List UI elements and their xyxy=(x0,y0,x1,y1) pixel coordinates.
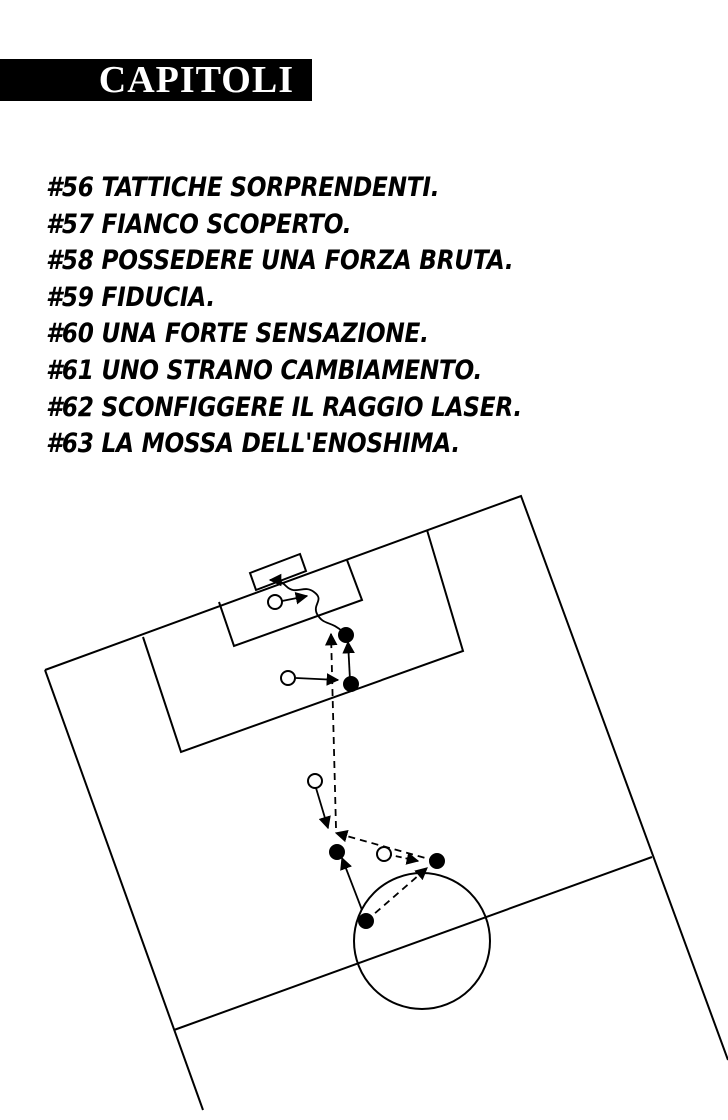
chapters-header-bar: CAPITOLI xyxy=(0,59,312,101)
chapter-item-60: #60 UNA FORTE SENSAZIONE. xyxy=(46,318,429,350)
player-filled xyxy=(329,844,345,860)
player-filled xyxy=(358,913,374,929)
goal-area xyxy=(218,559,364,648)
player-open xyxy=(307,773,323,789)
chapter-item-57: #57 FIANCO SCOPERTO. xyxy=(46,208,352,240)
player-filled xyxy=(338,627,354,643)
player-open xyxy=(267,594,283,610)
pitch-outline xyxy=(44,494,728,1061)
dribble-path xyxy=(268,573,344,633)
pass-line xyxy=(365,867,428,922)
run-line xyxy=(281,592,309,605)
goal xyxy=(248,552,308,592)
run-line xyxy=(340,856,363,911)
player-open xyxy=(376,846,392,862)
player-open xyxy=(280,670,296,686)
penalty-box xyxy=(142,529,465,754)
halfway-line xyxy=(173,856,653,1031)
chapter-item-63: #63 LA MOSSA DELL'ENOSHIMA. xyxy=(46,428,460,460)
chapter-item-62: #62 SCONFIGGERE IL RAGGIO LASER. xyxy=(46,391,522,423)
player-filled xyxy=(429,853,445,869)
chapter-item-61: #61 UNO STRANO CAMBIAMENTO. xyxy=(46,354,483,386)
soccer-tactics-diagram xyxy=(44,494,728,1111)
chapter-item-59: #59 FIDUCIA. xyxy=(46,281,216,313)
pitch-left-touchline xyxy=(44,669,204,1111)
chapter-item-58: #58 POSSEDERE UNA FORZA BRUTA. xyxy=(46,245,514,277)
pass-line xyxy=(324,632,338,829)
chapter-list: #56 TATTICHE SORPRENDENTI. #57 FIANCO SC… xyxy=(46,170,599,463)
run-line xyxy=(342,640,355,681)
chapter-item-56: #56 TATTICHE SORPRENDENTI. xyxy=(46,172,440,203)
player-filled xyxy=(343,676,359,692)
run-line xyxy=(295,673,340,686)
chapters-title: CAPITOLI xyxy=(98,59,294,101)
run-line xyxy=(315,787,331,830)
